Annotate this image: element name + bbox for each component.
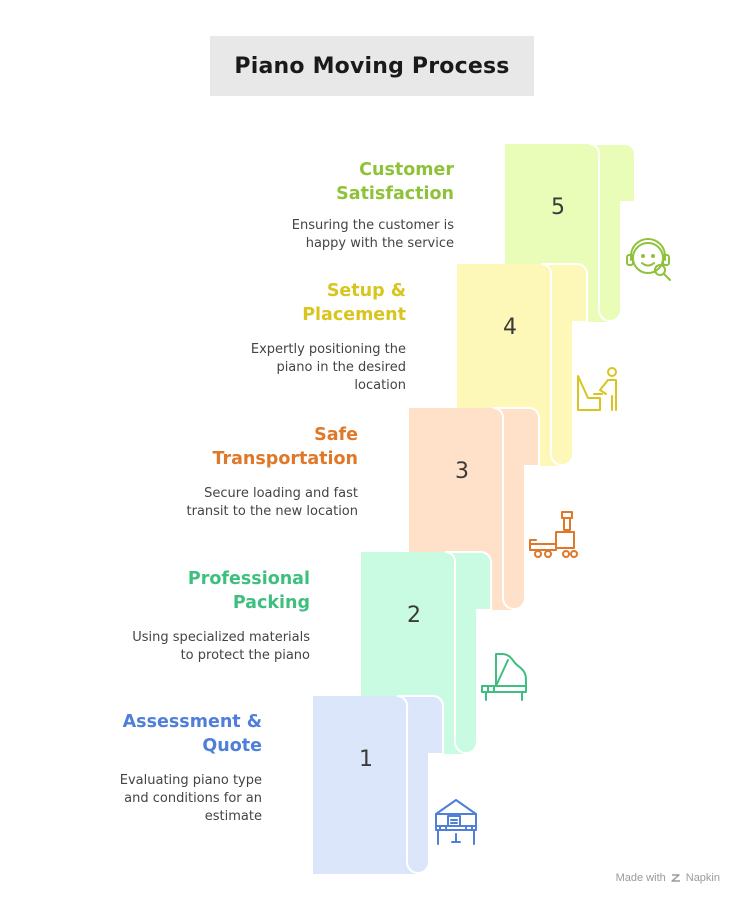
step-4-title: Setup & Placement xyxy=(302,281,406,325)
hand-truck-icon xyxy=(529,511,578,558)
footer-made-with: Made with xyxy=(615,872,666,884)
step-3-description: Secure loading and fast transit to the n… xyxy=(186,486,359,519)
step-5-number: 5 xyxy=(551,195,565,220)
step-3-number: 3 xyxy=(455,459,469,484)
step-1-number: 1 xyxy=(359,747,373,772)
step-2-description: Using specialized materials to protect t… xyxy=(132,630,310,663)
title-box: Piano Moving Process xyxy=(210,36,534,96)
step-1-title: Assessment & Quote xyxy=(122,712,262,756)
step-5-description: Ensuring the customer is happy with the … xyxy=(291,218,454,251)
step-3-title: Safe Transportation xyxy=(212,425,358,469)
step-2-number: 2 xyxy=(407,603,421,628)
step-4-number: 4 xyxy=(503,315,517,340)
step-4-description: Expertly positioning the piano in the de… xyxy=(250,342,406,393)
grand-piano-icon xyxy=(481,653,527,701)
napkin-logo-icon xyxy=(671,874,680,882)
footer-credit: Made with Napkin xyxy=(616,872,720,884)
piano-inspection-icon xyxy=(435,799,477,845)
page-title: Piano Moving Process xyxy=(234,53,510,79)
footer-brand: Napkin xyxy=(685,872,720,884)
person-piano-icon xyxy=(577,367,617,411)
step-5-title: Customer Satisfaction xyxy=(336,160,454,204)
ribbon-step-1: 1 xyxy=(313,694,444,874)
step-2-title: Professional Packing xyxy=(187,569,310,613)
customer-support-icon xyxy=(626,238,671,281)
step-1-description: Evaluating piano type and conditions for… xyxy=(119,773,262,824)
